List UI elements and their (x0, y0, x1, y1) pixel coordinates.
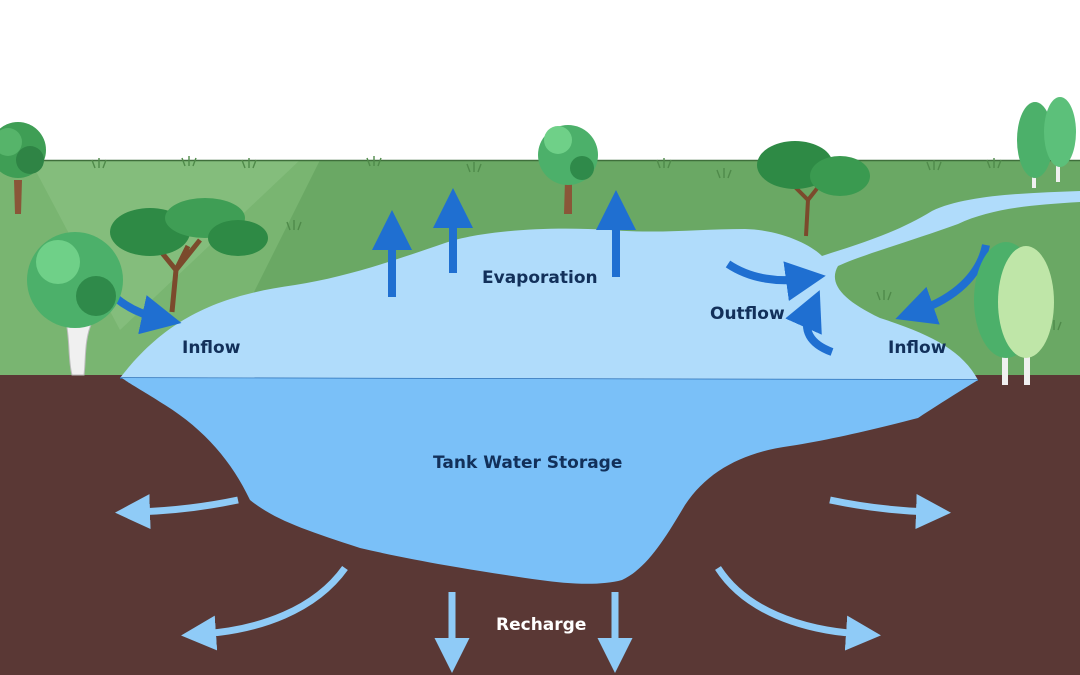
acacia-tree-icon (110, 198, 268, 313)
inflow-right-arrow (895, 244, 990, 325)
inflow-left-label: Inflow (182, 338, 241, 358)
evaporation-label: Evaporation (482, 268, 598, 288)
inflow-right-label: Inflow (888, 338, 947, 358)
recharge-arrow-right (829, 494, 951, 530)
deciduous-tree-icon (538, 125, 598, 214)
recharge-arrow-left (115, 494, 239, 530)
recharge-arrows (115, 494, 951, 673)
tank-water-storage (122, 378, 978, 584)
poplar-tree-icon (1017, 102, 1053, 188)
poplar-tree-icon (1044, 97, 1076, 182)
outflow-arrow-lower (785, 290, 834, 356)
acacia-tree-icon (757, 141, 870, 237)
poplar-tree-icon (998, 246, 1054, 385)
recharge-arrow-lower-left (181, 565, 348, 651)
surface-water (120, 191, 1080, 380)
deciduous-tree-icon (27, 232, 123, 376)
recharge-arrow-lower-right (715, 566, 881, 651)
sky (0, 0, 1080, 162)
recharge-label: Recharge (496, 615, 587, 635)
deciduous-tree-icon (0, 122, 46, 214)
outflow-arrow-upper (725, 260, 826, 301)
outflow-label: Outflow (710, 304, 785, 324)
tank-water-storage-label: Tank Water Storage (433, 453, 623, 473)
